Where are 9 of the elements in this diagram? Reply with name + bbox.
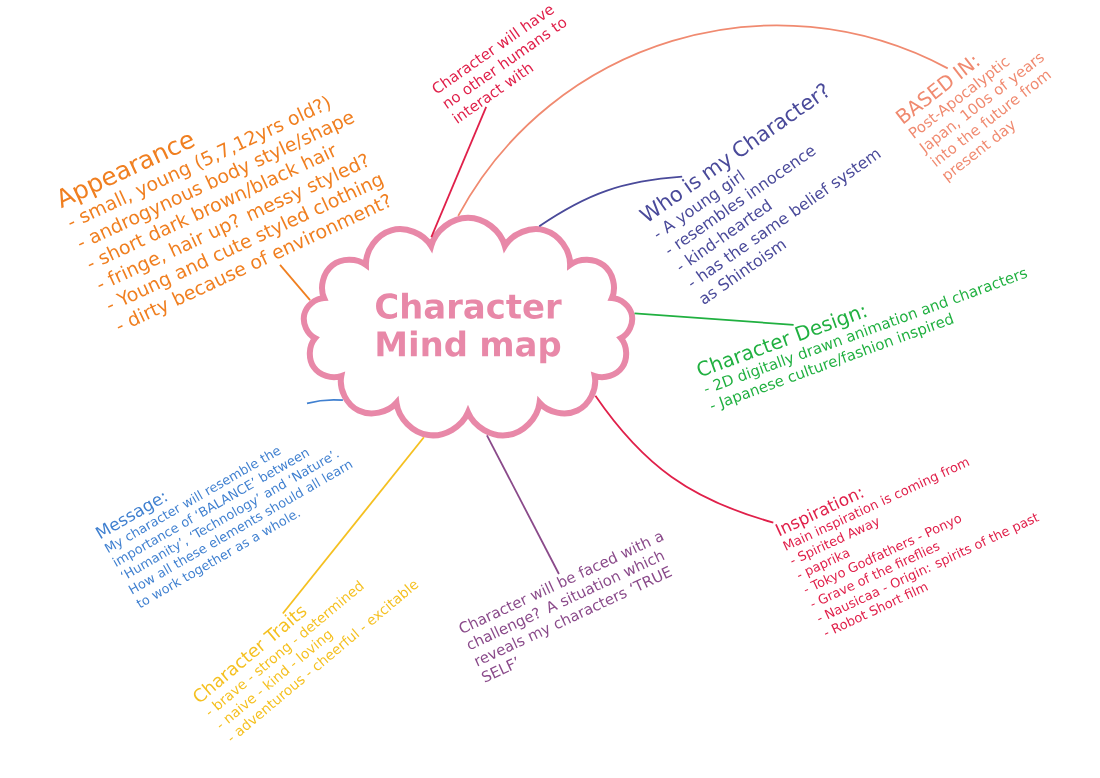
connector-line [281,436,425,615]
connector-line [538,175,684,228]
connector-line [306,398,344,405]
connector-line [594,394,775,524]
connector-line [430,105,488,239]
connector-line [279,263,311,302]
connector-line [486,434,560,575]
connector-line [633,312,795,326]
connector-line [457,24,949,217]
